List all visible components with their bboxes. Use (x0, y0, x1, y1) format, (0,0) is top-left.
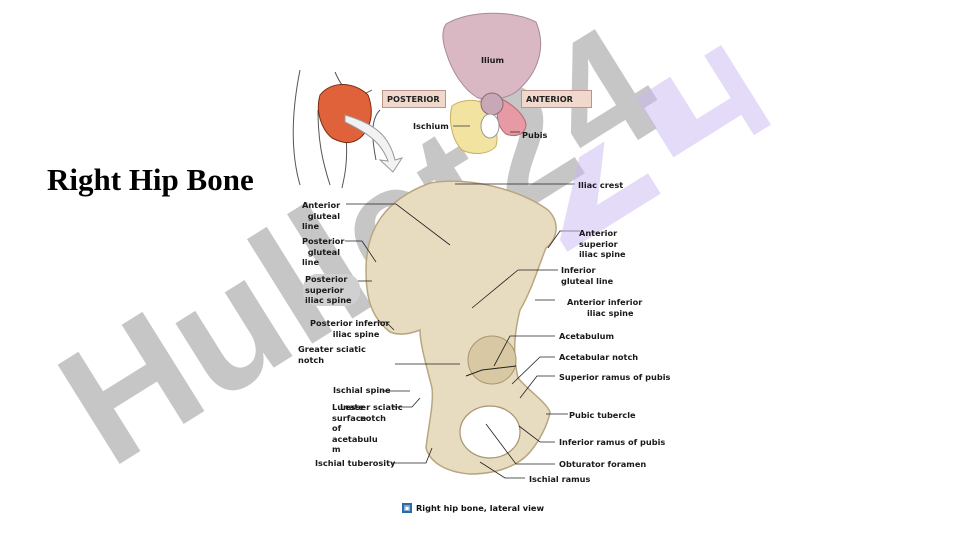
ischium-region (449, 99, 498, 154)
label-posterior-inferior-iliac-spine: Posterior inferior iliac spine (310, 318, 390, 339)
arrow-icon (344, 114, 404, 173)
label-lunate-surface: Lunate surface of acetabulu m (332, 402, 378, 454)
label-ischial-spine: Ischial spine (333, 385, 391, 395)
label-acetabulum: Acetabulum (559, 331, 615, 341)
label-superior-ramus-of-pubis: Superior ramus of pubis (559, 372, 671, 382)
label-acetabular-notch: Acetabular notch (559, 352, 639, 362)
label-greater-sciatic-notch: Greater sciatic notch (298, 344, 366, 365)
label-obturator-foramen: Obturator foramen (559, 459, 647, 469)
label-anterior-gluteal-line: Anterior gluteal line (302, 200, 341, 231)
label-inferior-ramus-of-pubis: Inferior ramus of pubis (559, 437, 666, 447)
label-ischial-tuberosity: Ischial tuberosity (315, 458, 396, 468)
posterior-label: POSTERIOR (382, 90, 446, 108)
image-icon: ▣ (402, 503, 412, 513)
label-ischial-ramus: Ischial ramus (529, 474, 591, 484)
inset-label-pubis: Pubis (522, 130, 548, 140)
label-anterior-inferior-iliac-spine: Anterior inferior iliac spine (567, 297, 643, 318)
obturator-foramen-shape (459, 405, 521, 459)
figure-caption: ▣ Right hip bone, lateral view (402, 503, 544, 513)
ilium-region (442, 12, 542, 100)
label-posterior-superior-iliac-spine: Posterior superior iliac spine (303, 274, 360, 306)
label-pubic-tubercle: Pubic tubercle (569, 410, 636, 420)
label-inferior-gluteal-line: Inferior gluteal line (561, 265, 614, 286)
label-iliac-crest: Iliac crest (578, 180, 624, 190)
inset-label-ischium: Ischium (413, 121, 449, 131)
page-title: Right Hip Bone (47, 162, 254, 197)
label-lesser-sciatic-notch: Lesser sciatic notch (340, 402, 403, 423)
inset-obturator-foramen (480, 113, 500, 139)
inset-label-ilium: Ilium (481, 55, 505, 65)
caption-text: Right hip bone, lateral view (416, 503, 545, 513)
anterior-label: ANTERIOR (521, 90, 592, 108)
label-anterior-superior-iliac-spine: Anterior superior iliac spine (579, 228, 626, 259)
hip-bone-image (365, 180, 557, 475)
label-posterior-gluteal-line: Posterior gluteal line (302, 236, 345, 267)
